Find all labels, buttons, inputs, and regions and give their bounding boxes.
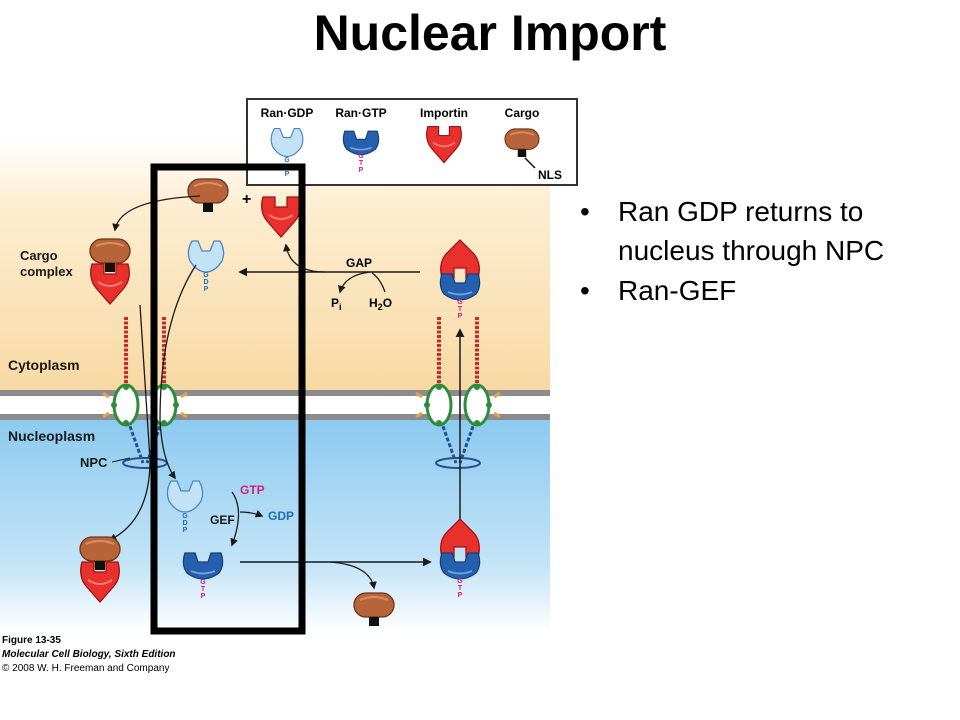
gap-label: GAP	[346, 256, 372, 270]
svg-text:G: G	[457, 578, 463, 585]
legend-importin-label: Importin	[420, 106, 468, 120]
importin-release-arrow	[283, 243, 326, 273]
nucleoplasm-label: Nucleoplasm	[8, 428, 95, 444]
legend-nls-label: NLS	[538, 168, 562, 182]
cargo-complex-label-line1: Cargo	[20, 248, 58, 263]
nuclear-envelope-outer	[0, 390, 550, 396]
pi-label: Pi	[331, 296, 342, 312]
gef-gdp-release	[239, 510, 264, 518]
gdp-label: GDP	[268, 509, 294, 523]
nuclear-envelope-inner	[0, 414, 550, 420]
svg-text:T: T	[458, 306, 463, 313]
svg-text:P: P	[458, 313, 463, 320]
svg-text:G: G	[457, 299, 463, 306]
ran-gdp-import-arrow	[159, 264, 197, 480]
cargo-complex-label-line2: complex	[20, 264, 74, 279]
gef-exchange-arrow	[230, 491, 240, 547]
legend-cargo-label: Cargo	[505, 106, 540, 120]
svg-text:T: T	[201, 586, 206, 593]
gap-pi-branch	[338, 271, 371, 294]
svg-text:D: D	[203, 279, 208, 286]
cargo-release-arrow	[329, 561, 377, 590]
bullet-dot: •	[580, 196, 590, 227]
gtp-label: GTP	[240, 483, 265, 497]
h2o-label: H2O	[369, 296, 392, 312]
svg-text:G: G	[358, 153, 364, 160]
import-arrow-npc	[108, 304, 151, 541]
npc-label: NPC	[80, 455, 108, 470]
legend-box: Ran·GDP Ran·GTP Importin Cargo NLS G D P…	[246, 98, 578, 186]
gap-h2o-branch	[371, 272, 386, 293]
bullet-item: • Ran-GEF	[580, 271, 950, 310]
svg-text:P: P	[285, 171, 290, 178]
svg-text:D: D	[182, 520, 187, 527]
figure-number: Figure 13-35	[2, 635, 61, 646]
svg-text:G: G	[200, 579, 206, 586]
bullet-list: •Ran GDP returns to nucleus through NPC …	[580, 192, 950, 311]
bullet-dot: •	[580, 275, 590, 306]
plus-sign: +	[242, 191, 251, 208]
svg-text:T: T	[458, 585, 463, 592]
figure-caption: Figure 13-35 Molecular Cell Biology, Six…	[2, 634, 176, 676]
cytoplasm-label: Cytoplasm	[8, 357, 80, 373]
bullet-text: Ran GDP returns to nucleus through NPC	[618, 196, 885, 266]
legend-ran-gtp-label: Ran·GTP	[335, 106, 386, 120]
book-title: Molecular Cell Biology, Sixth Edition	[2, 649, 176, 660]
svg-text:P: P	[201, 593, 206, 600]
slide-title: Nuclear Import	[313, 5, 667, 61]
bullet-text: Ran-GEF	[618, 275, 737, 306]
svg-text:T: T	[359, 160, 364, 167]
import-arrow-left	[112, 195, 201, 232]
svg-text:P: P	[359, 167, 364, 174]
copyright: © 2008 W. H. Freeman and Company	[2, 663, 170, 674]
svg-text:P: P	[458, 592, 463, 599]
svg-text:G: G	[203, 272, 209, 279]
bullet-item: • Ran GDP returns to nucleus through NPC	[580, 192, 950, 270]
gef-label: GEF	[210, 513, 235, 527]
legend-ran-gdp-label: Ran·GDP	[261, 106, 314, 120]
svg-text:G: G	[182, 513, 188, 520]
highlight-box	[150, 163, 306, 635]
svg-text:P: P	[183, 527, 188, 534]
svg-text:P: P	[204, 286, 209, 293]
svg-text:G: G	[284, 157, 290, 164]
